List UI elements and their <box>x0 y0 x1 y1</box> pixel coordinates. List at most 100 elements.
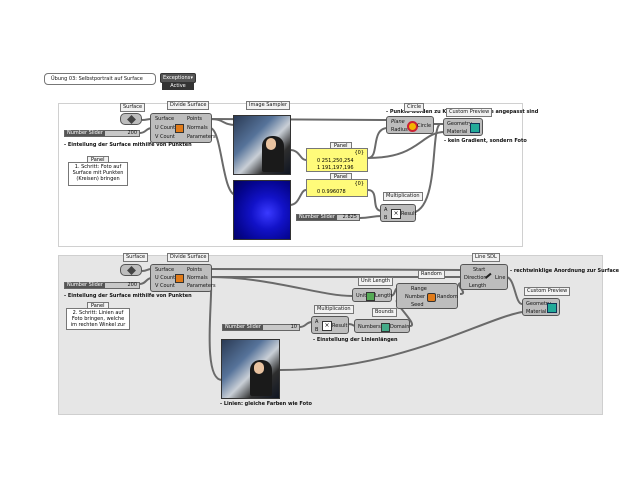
wire <box>289 189 307 206</box>
chevron-down-icon: ▾ <box>190 75 193 81</box>
surface-param[interactable] <box>120 113 142 125</box>
multiply-icon: × <box>322 321 332 331</box>
output-domain[interactable]: Domain <box>390 324 410 330</box>
input-length[interactable]: Length <box>469 283 487 289</box>
surface-param-2[interactable] <box>120 264 142 276</box>
number-slider-ucount-2[interactable]: Number Slider 200 <box>64 282 140 289</box>
output-normals[interactable]: Normals <box>187 125 208 131</box>
multiplication-2[interactable]: A B × Result <box>311 316 349 334</box>
divide-surface-2[interactable]: Surface U Count V Count Points Normals P… <box>150 264 216 292</box>
input-range[interactable]: Range <box>411 286 427 292</box>
output-parameters[interactable]: Parameters <box>187 283 216 289</box>
input-radius[interactable]: Radius <box>391 127 408 133</box>
number-slider-length[interactable]: Number Slider 10 <box>222 324 300 331</box>
preview-icon <box>470 123 480 133</box>
output-parameters[interactable]: Parameters <box>187 134 216 140</box>
input-u-count[interactable]: U Count <box>155 275 176 281</box>
wire <box>409 123 441 214</box>
note-right-2: - rechtwinklige Anordnung zur Surface <box>510 268 620 274</box>
input-seed[interactable]: Seed <box>411 302 424 308</box>
wire <box>505 276 523 305</box>
wire <box>209 268 463 271</box>
random-output[interactable]: Random <box>437 294 458 300</box>
panel-step1-text: 1. Schritt: Foto auf Surface mit Punkten… <box>72 164 124 182</box>
note-left-1: - Einteilung der Surface mithilfe von Pu… <box>64 142 192 148</box>
surface-tag-2: Surface <box>123 253 149 262</box>
slider2-name: Number Slider <box>223 324 263 330</box>
title-box: Übung 03: Selbstportrait auf Surface <box>44 73 156 85</box>
divide-tag-2: Divide Surface <box>167 253 210 262</box>
input-material[interactable]: Material <box>526 309 547 315</box>
input-material[interactable]: Material <box>447 129 468 135</box>
input-number[interactable]: Number <box>405 294 426 300</box>
input-v-count[interactable]: V Count <box>155 134 175 140</box>
bounds-icon <box>381 323 390 332</box>
toggle-badge: Active <box>162 83 194 90</box>
input-numbers[interactable]: Numbers <box>358 324 381 330</box>
face-icon <box>254 362 264 374</box>
wire <box>209 276 353 297</box>
slider-value: 200 <box>127 130 137 136</box>
exceptions-toggle[interactable]: Exceptions ▾ <box>160 73 196 83</box>
dice-icon <box>427 293 436 302</box>
number-slider-radius[interactable]: Number Slider 2.825 <box>296 214 360 221</box>
output-line[interactable]: Line <box>495 275 506 281</box>
unit-length[interactable]: Unit Length <box>352 288 392 302</box>
input-surface[interactable]: Surface <box>155 267 175 273</box>
image-sampler-blue[interactable] <box>233 180 291 240</box>
surface-tag: Surface <box>120 103 146 112</box>
slider2-value: 10 <box>290 324 297 330</box>
panel1-row-1: 1 191,197,196 <box>317 165 354 171</box>
output-result[interactable]: Result <box>332 323 348 329</box>
input-v-count[interactable]: V Count <box>155 283 175 289</box>
multiplication-1[interactable]: A B × Result <box>380 204 416 222</box>
bounds-tag: Bounds <box>372 308 397 317</box>
number-slider-ucount[interactable]: Number Slider 200 <box>64 130 140 137</box>
panel2-index: {0} <box>354 181 364 187</box>
output-points[interactable]: Points <box>187 267 203 273</box>
toggle-label: Exceptions <box>163 75 191 81</box>
custom-preview-1[interactable]: Geometry Material <box>443 118 483 136</box>
input-direction[interactable]: Direction <box>464 275 487 281</box>
panel-step2: 2. Schritt: Linien auf Foto bringen, wel… <box>66 308 130 330</box>
output-normals[interactable]: Normals <box>187 275 208 281</box>
slider2-value: 2.825 <box>342 214 357 220</box>
input-a[interactable]: A <box>384 207 388 213</box>
random-component[interactable]: Range Number Seed Random <box>396 283 458 309</box>
wire <box>359 215 383 219</box>
slider-value: 200 <box>127 282 137 288</box>
divide-tag: Divide Surface <box>167 101 210 110</box>
output-result[interactable]: Result <box>401 211 417 217</box>
circle-output[interactable]: Circle <box>417 123 432 129</box>
note-bottom-2: - Linien: gleiche Farben wie Foto <box>220 401 312 407</box>
input-surface[interactable]: Surface <box>155 116 175 122</box>
input-a[interactable]: A <box>315 319 319 325</box>
input-geometry[interactable]: Geometry <box>526 301 551 307</box>
input-start[interactable]: Start <box>473 267 486 273</box>
surface-icon <box>127 115 136 124</box>
custom-preview-2[interactable]: Geometry Material <box>522 298 560 316</box>
line-preview-photo[interactable] <box>221 339 280 399</box>
input-b[interactable]: B <box>315 327 319 333</box>
preview-tag-2: Custom Preview <box>524 287 571 296</box>
input-unit[interactable]: Unit <box>356 293 367 299</box>
bounds-component[interactable]: Numbers Domain <box>354 319 410 333</box>
input-u-count[interactable]: U Count <box>155 125 176 131</box>
unit-length-tag: Unit Length <box>358 277 394 286</box>
panel2: {0} 0 0.996078 <box>306 179 368 197</box>
linesdl-tag: Line SDL <box>472 253 500 262</box>
wire <box>289 149 307 161</box>
divide-icon <box>175 274 184 283</box>
panel-step1: 1. Schritt: Foto auf Surface mit Punkten… <box>68 162 128 186</box>
input-geometry[interactable]: Geometry <box>447 121 472 127</box>
image-sampler-photo[interactable] <box>233 115 291 175</box>
input-b[interactable]: B <box>384 215 388 221</box>
output-points[interactable]: Points <box>187 116 203 122</box>
unit-icon <box>366 292 375 301</box>
circle-component[interactable]: Plane Radius Circle <box>386 116 434 134</box>
output-length[interactable]: Length <box>375 293 393 299</box>
input-plane[interactable]: Plane <box>391 119 405 125</box>
divide-surface[interactable]: Surface U Count V Count Points Normals P… <box>150 113 216 143</box>
line-sdl[interactable]: Start Direction Length Line <box>460 264 508 290</box>
